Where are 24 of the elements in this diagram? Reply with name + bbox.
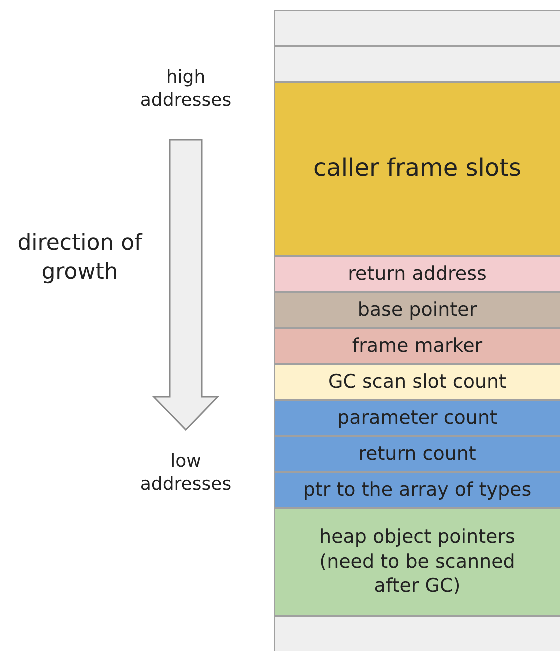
stack-slot [274,472,560,508]
stack-slot [274,292,560,328]
slot-label: return count [358,442,478,466]
text-label: low addresses [139,450,233,497]
slot-label: ptr to the array of types [302,478,533,502]
slot-label: parameter count [336,406,498,430]
stack-slot [274,400,560,436]
empty-stack-slot [274,46,560,82]
empty-stack-slot [274,616,560,651]
slot-label: return address [347,262,488,286]
slot-label: frame marker [351,334,484,358]
slot-label: base pointer [356,298,478,322]
empty-stack-slot [274,10,560,46]
slot-label: caller frame slots [312,153,523,184]
stack-slot [274,328,560,364]
stack-slot [274,436,560,472]
stack-slot [274,256,560,292]
stack-slot [274,508,560,616]
slot-label: heap object pointers (need to be scanned after GC) [318,524,516,600]
slot-label: GC scan slot count [328,370,508,394]
stack-slot [274,82,560,256]
text-label: high addresses [139,66,233,113]
text-label: direction of growth [16,230,144,287]
stack-slot [274,364,560,400]
